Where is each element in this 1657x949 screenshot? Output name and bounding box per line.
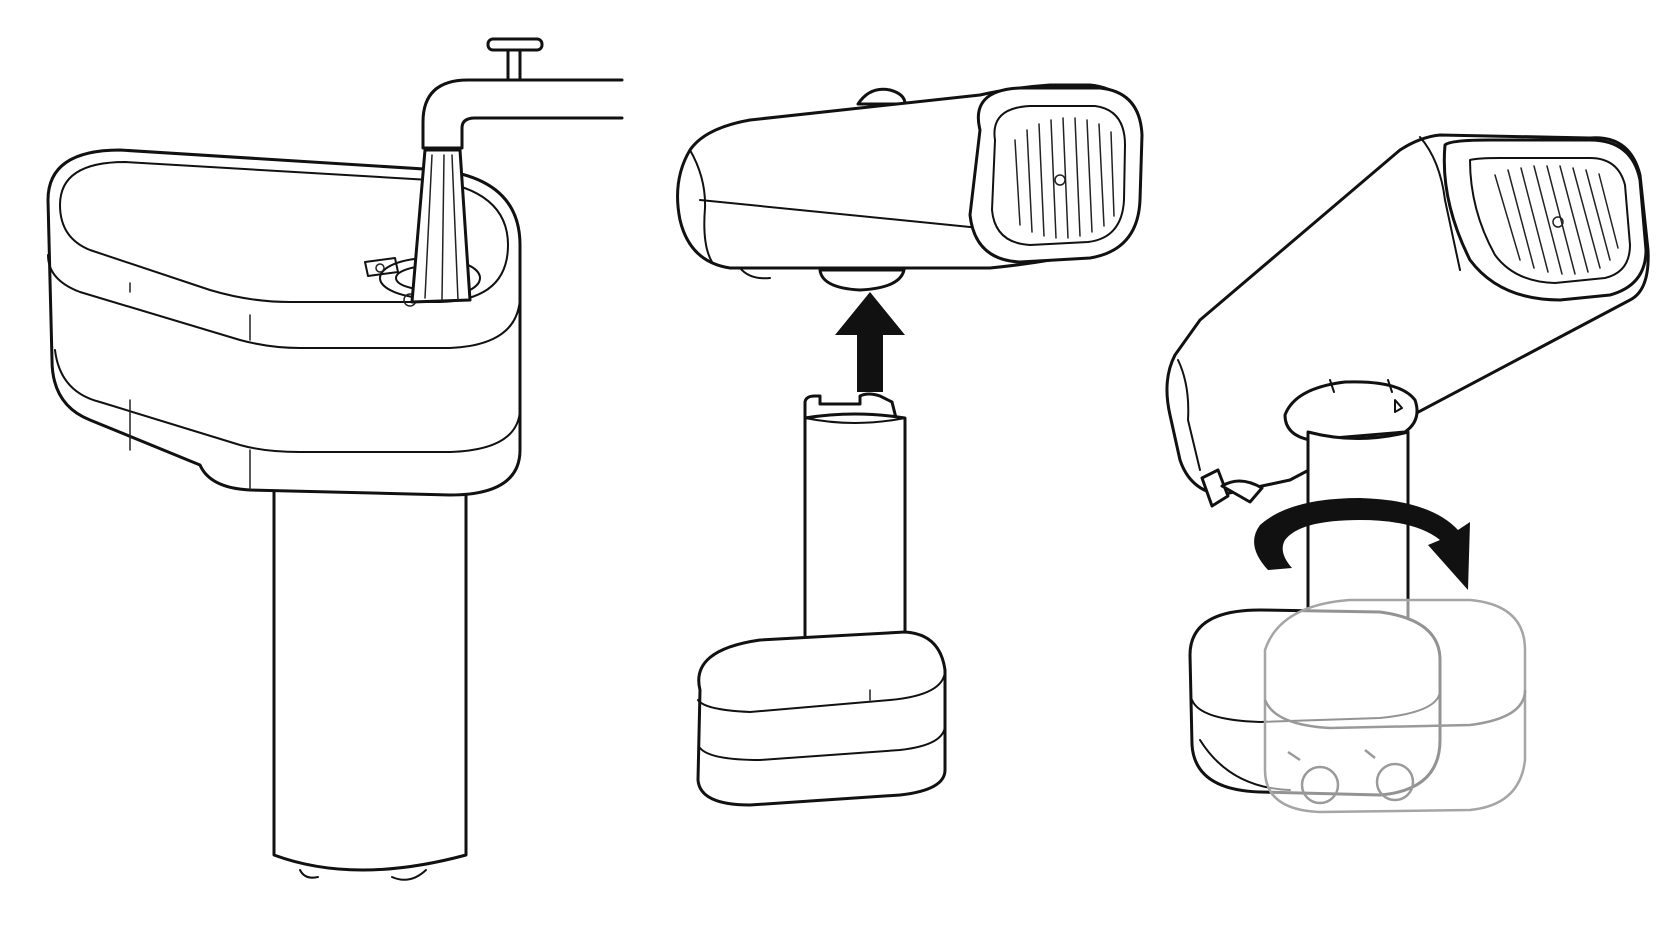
faucet-icon	[421, 37, 624, 150]
rotate-arrow-icon	[1254, 498, 1470, 590]
tank-cylinder	[272, 478, 468, 881]
panel-lock-tank	[1165, 133, 1650, 814]
water-tank	[46, 148, 522, 497]
tank-cylinder-rotating	[1306, 430, 1410, 642]
nozzle-vents-tilted	[1494, 165, 1619, 275]
tank-unit	[696, 392, 947, 807]
up-arrow-icon	[835, 292, 905, 392]
panel-fill-tank	[46, 37, 624, 881]
water-stream-icon	[410, 148, 472, 304]
nozzle-vents	[1014, 117, 1115, 239]
device-head	[676, 83, 1144, 292]
device-head-tilted	[1165, 133, 1650, 508]
tank-base-ghost	[1263, 598, 1527, 814]
connector-collar	[1283, 379, 1419, 442]
panel-attach-tank	[676, 83, 1144, 807]
